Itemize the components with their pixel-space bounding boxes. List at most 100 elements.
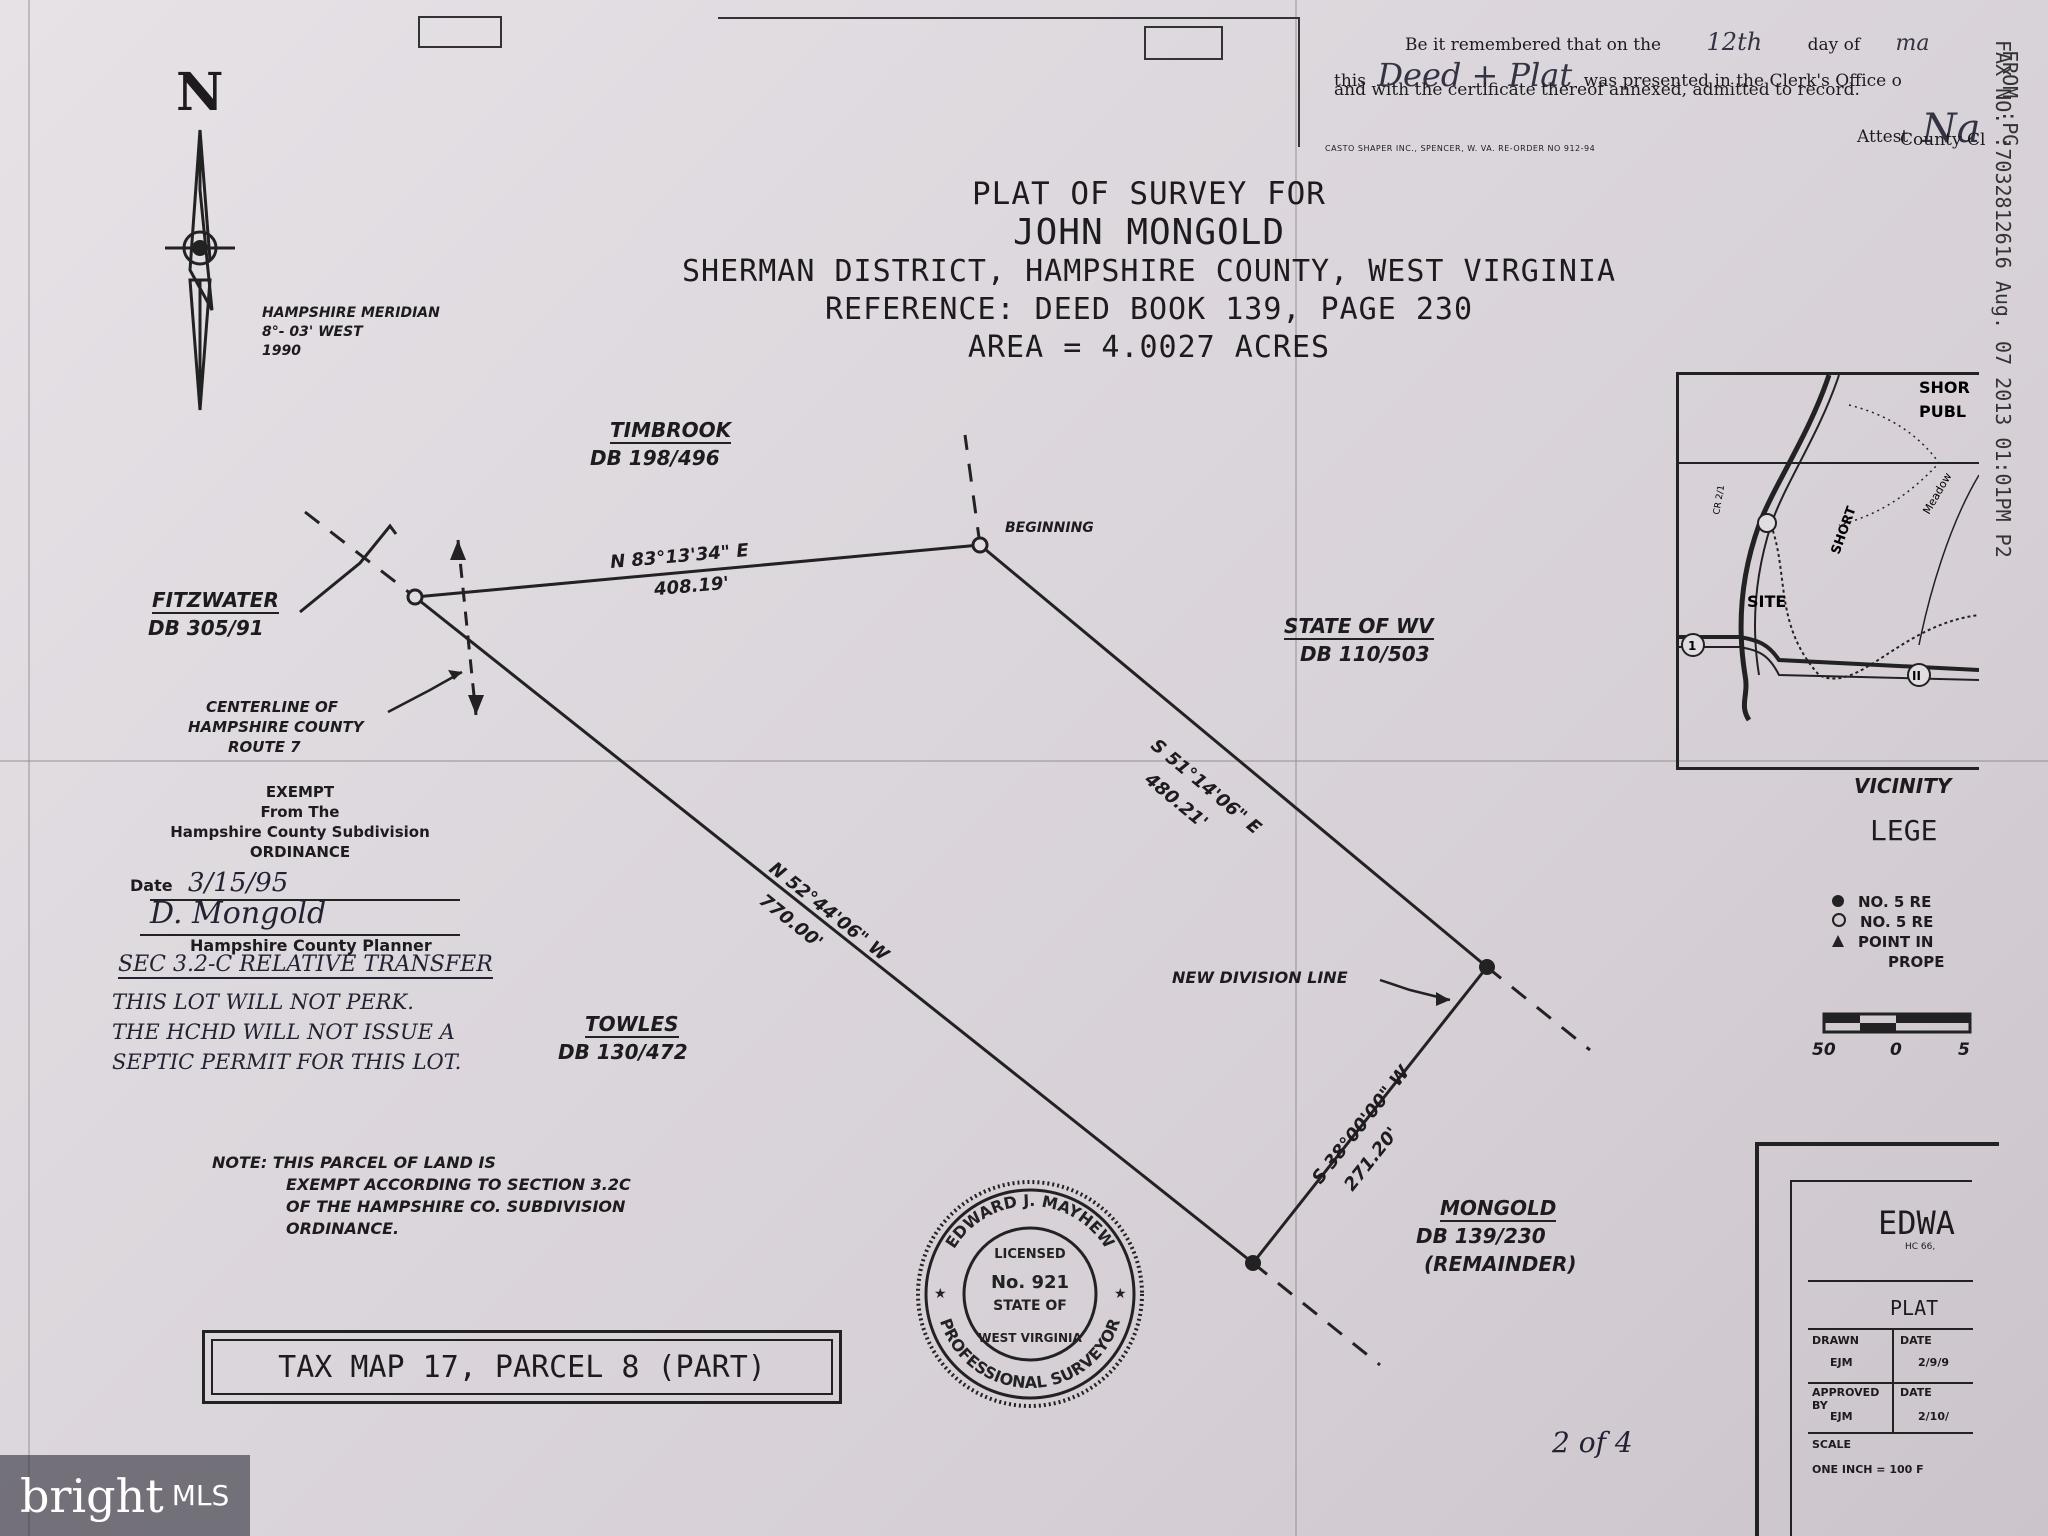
vicinity-map-drawing: 1 II SHOR PUBL SITE SHORT Meadow CR 2/1 (1679, 375, 1979, 722)
adjoiner-mongold-db: DB 139/230 (1416, 1224, 1546, 1248)
seal-licensed: LICENSED (994, 1247, 1066, 1262)
west-extension-se (1252, 1261, 1381, 1367)
clerk-county: County Cl (1900, 130, 1986, 150)
seal-wv: WEST VIRGINIA (978, 1331, 1082, 1345)
adjoiner-mongold: MONGOLD (1440, 1196, 1557, 1222)
boundary-north (414, 543, 981, 599)
new-division-label: NEW DIVISION LINE (1172, 968, 1348, 987)
planner-signature: D. Mongold (150, 896, 327, 931)
monument-beginning (971, 536, 989, 554)
svg-text:EDWARD J. MAYHEW: EDWARD J. MAYHEW (942, 1191, 1119, 1252)
surveyor-seal: EDWARD J. MAYHEW PROFESSIONAL SURVEYOR L… (916, 1180, 1144, 1408)
boundary-east (979, 543, 1488, 969)
title-block (1755, 1142, 1999, 1536)
adjoiner-timbrook-db: DB 198/496 (590, 446, 720, 470)
stamp-line (718, 17, 1300, 19)
monument-se (1479, 959, 1495, 975)
titleblock-plat: PLAT (1890, 1296, 1939, 1320)
legend-item-3: POINT IN (1832, 932, 1945, 952)
centerline-label-2: HAMPSHIRE COUNTY (188, 718, 364, 736)
timbrook-line (963, 434, 982, 546)
legend-item-2: NO. 5 RE (1832, 912, 1945, 932)
titleblock-grid: DRAWN DATE EJM 2/9/9 APPROVED BY DATE EJ… (1808, 1328, 1973, 1434)
north-arrow-icon (165, 129, 235, 411)
title-line-2: JOHN MONGOLD (1012, 212, 1286, 253)
meridian-line-1: HAMPSHIRE MERIDIAN (262, 305, 440, 321)
clerk-attest: Attest Na (1857, 106, 1981, 152)
title-line-4: REFERENCE: DEED BOOK 139, PAGE 230 (824, 292, 1474, 327)
vicinity-shor: SHOR (1919, 378, 1970, 397)
meridian-line-3: 1990 (262, 343, 301, 359)
north-letter: N (176, 62, 224, 123)
tax-map-text: TAX MAP 17, PARCEL 8 (PART) (278, 1349, 766, 1385)
adjoiner-state-db: DB 110/503 (1300, 642, 1430, 666)
adjoiner-state: STATE OF WV (1284, 614, 1434, 640)
clerk-line-1: Be it remembered that on the 12th day of… (1405, 28, 1930, 56)
east-extension (1486, 965, 1591, 1052)
vicinity-route-2: II (1912, 669, 1921, 683)
scale-5: 5 (1958, 1040, 1970, 1060)
centerline-label-3: ROUTE 7 (228, 738, 301, 756)
beginning-label: BEGINNING (1005, 520, 1094, 536)
title-line-1: PLAT OF SURVEY FOR (972, 176, 1326, 212)
legend-list: NO. 5 RE NO. 5 RE POINT IN PROPE (1832, 892, 1945, 972)
svg-text:★: ★ (934, 1286, 947, 1302)
vicinity-short: SHORT (1829, 505, 1860, 557)
seal-number: No. 921 (991, 1272, 1069, 1293)
scale-50: 50 (1812, 1040, 1836, 1060)
monument-s (1245, 1255, 1261, 1271)
titleblock-name: EDWA (1878, 1204, 1956, 1242)
section-note-hand: SEC 3.2-C RELATIVE TRANSFER (118, 952, 493, 979)
fitzwater-leader (299, 523, 398, 614)
seal-state-of: STATE OF (993, 1298, 1067, 1314)
title-block-inner (1790, 1180, 1972, 1536)
title-line-3: SHERMAN DISTRICT, HAMPSHIRE COUNTY, WEST… (681, 254, 1616, 289)
fold-line-horizontal (0, 760, 2048, 762)
vicinity-map: 1 II SHOR PUBL SITE SHORT Meadow CR 2/1 (1676, 372, 1979, 770)
titleblock-scale: SCALE ONE INCH = 100 F (1808, 1432, 1973, 1484)
exempt-date-hand: 3/15/95 (188, 868, 289, 898)
adjoiner-towles-db: DB 130/472 (558, 1040, 688, 1064)
adjoiner-fitzwater: FITZWATER (152, 588, 279, 614)
stamp-box-left (418, 16, 502, 48)
adjoiner-fitzwater-db: DB 305/91 (148, 616, 264, 640)
meridian-line-2: 8°- 03' WEST (262, 324, 363, 340)
exempt-date-label: Date (130, 876, 173, 895)
vicinity-rd: CR 2/1 (1712, 484, 1727, 515)
printer-line: CASTO SHAPER INC., SPENCER, W. VA. RE-OR… (1325, 144, 1596, 153)
stamp-box-mid (1144, 26, 1223, 60)
exempt-block: EXEMPT From The Hampshire County Subdivi… (170, 783, 430, 861)
legend-item-4: PROPE (1888, 953, 1945, 971)
clerk-line-2: this Deed + Plat was presented in the Cl… (1334, 56, 1902, 94)
stamp-line-v (1298, 17, 1300, 147)
page-count-hand: 2 of 4 (1552, 1426, 1633, 1459)
perk-note-1: THIS LOT WILL NOT PERK. (112, 990, 414, 1014)
fold-line-vertical (1295, 0, 1297, 1536)
vicinity-pub: PUBL (1919, 402, 1966, 421)
titleblock-sub: HC 66, (1905, 1242, 1936, 1252)
vicinity-title: VICINITY (1854, 774, 1952, 798)
centerline-label-1: CENTERLINE OF (206, 698, 338, 716)
scale-bar (1822, 1012, 1972, 1034)
legend-title: LEGE (1870, 814, 1938, 847)
svg-text:PROFESSIONAL SURVEYOR: PROFESSIONAL SURVEYOR (936, 1316, 1124, 1392)
legend-item-1: NO. 5 RE (1832, 892, 1945, 912)
seal-profession: PROFESSIONAL SURVEYOR (936, 1316, 1124, 1392)
monument-nw (406, 588, 424, 606)
planner-title: Hampshire County Planner (190, 936, 432, 955)
route-7-centerline (456, 539, 478, 716)
west-extension-nw (304, 510, 416, 599)
vicinity-site: SITE (1747, 592, 1786, 611)
clerk-line-3: and with the certificate thereof annexed… (1334, 80, 1860, 100)
perk-note-3: SEPTIC PERMIT FOR THIS LOT. (112, 1050, 462, 1074)
note-block: NOTE: THIS PARCEL OF LAND IS EXEMPT ACCO… (212, 1153, 631, 1238)
vicinity-meadow: Meadow (1920, 470, 1954, 516)
boundary-south (1251, 966, 1489, 1264)
vicinity-route-1: 1 (1688, 639, 1696, 653)
fax-header: FAX NO. :7032812616 Aug. 07 2013 01:01PM… (1991, 40, 2015, 558)
title-line-5: AREA = 4.0027 ACRES (967, 330, 1331, 365)
tax-map-box: TAX MAP 17, PARCEL 8 (PART) (202, 1330, 842, 1404)
